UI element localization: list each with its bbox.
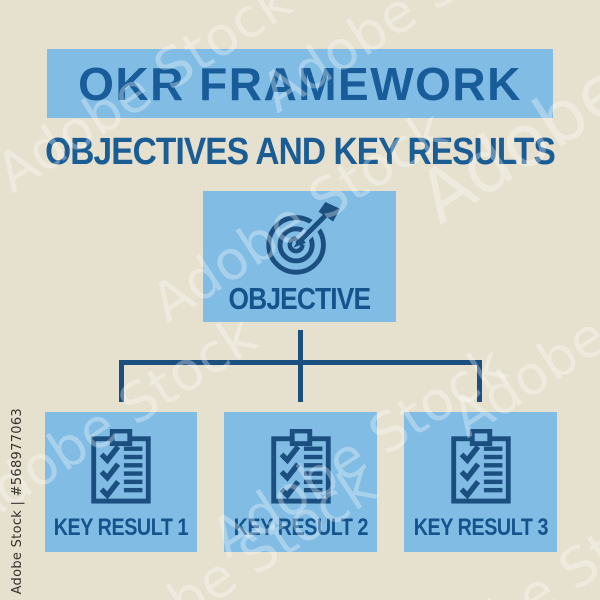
connector-drop-right: [477, 360, 482, 402]
target-icon: [265, 201, 340, 275]
objective-node: OBJECTIVE: [203, 191, 396, 322]
key-result-label-1: KEY RESULT 1: [53, 514, 189, 541]
objective-label: OBJECTIVE: [228, 281, 372, 316]
title-banner: OKR FRAMEWORK: [47, 49, 553, 118]
stock-credit-text: Adobe Stock | #568977063: [10, 407, 25, 594]
connector-stem: [298, 330, 303, 402]
checklist-icon: [270, 429, 331, 504]
page-title: OKR FRAMEWORK: [78, 57, 522, 110]
checklist-icon: [450, 429, 511, 504]
adobe-stock-watermark: Adobe Stock: [403, 0, 600, 240]
key-result-node-2: KEY RESULT 2: [224, 412, 377, 552]
connector-crossbar: [119, 360, 481, 365]
checklist-icon: [91, 429, 151, 504]
connector-drop-left: [119, 360, 124, 402]
key-result-node-3: KEY RESULT 3: [404, 412, 557, 552]
key-result-label-3: KEY RESULT 3: [413, 514, 548, 541]
page-subtitle: OBJECTIVES AND KEY RESULTS: [45, 131, 556, 173]
key-result-node-1: KEY RESULT 1: [45, 412, 197, 552]
key-result-label-2: KEY RESULT 2: [233, 514, 368, 541]
